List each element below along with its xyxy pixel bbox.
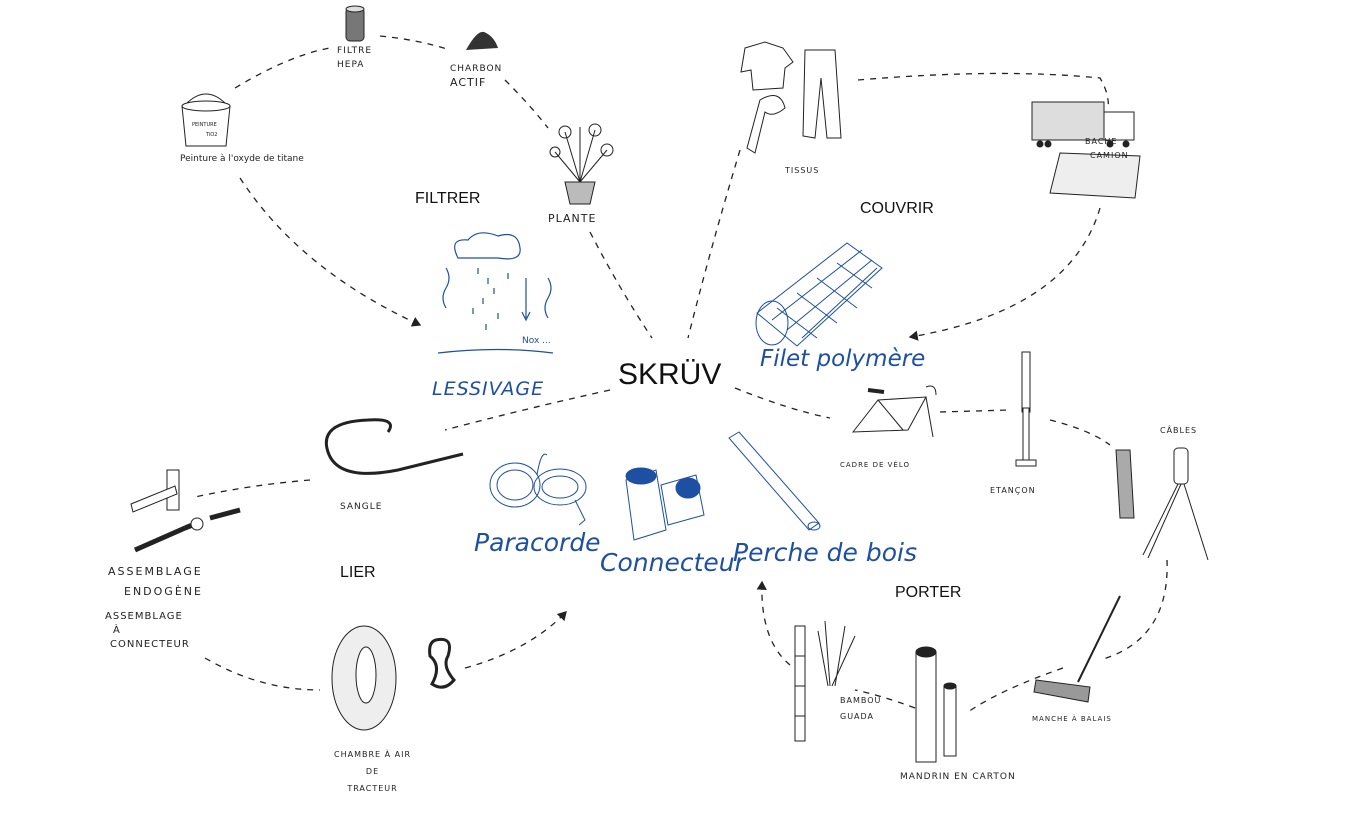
line-manche-mandrin — [967, 667, 1064, 713]
label-assemblage-endogene: ASSEMBLAGE ENDOGÈNE — [108, 562, 203, 602]
clothes-icon — [740, 41, 842, 154]
label-line: ENDOGÈNE — [124, 585, 203, 598]
category-lier: LIER — [340, 564, 376, 581]
line-etancon-cables — [1049, 419, 1111, 446]
label-line: GUADA — [840, 712, 875, 721]
label-etancon: ETANÇON — [990, 486, 1036, 495]
paracord-icon — [489, 453, 587, 526]
label-line: ASSEMBLAGE — [105, 611, 183, 622]
line-tissus-bache — [857, 72, 1109, 111]
rain-leaching-icon: Nox ... — [438, 232, 554, 354]
label-bache-camion: BACHE CAMION — [1085, 135, 1129, 163]
label-cadre-velo: CADRE DE VÉLO — [840, 461, 910, 469]
line-sangle-assemblage — [194, 479, 311, 498]
label-manche-balais: MANCHE À BALAIS — [1032, 715, 1112, 723]
line-cables-manche — [1099, 559, 1168, 661]
hepa-filter-icon — [345, 5, 365, 42]
rubber-band-icon — [428, 637, 456, 689]
label-line: TRACTEUR — [347, 784, 398, 793]
line-mandrin-bambou — [854, 689, 916, 709]
label-chambre-air-tracteur: CHAMBRE À AIR DE TRACTEUR — [334, 746, 411, 797]
wooden-pole-icon — [728, 431, 821, 531]
category-filtrer: FILTRER — [415, 190, 481, 207]
shoring-prop-icon — [1015, 351, 1037, 467]
line-bache-filet — [908, 207, 1101, 341]
label-bambou-guada: BAMBOU GUADA — [840, 694, 881, 724]
label-line: CONNECTEUR — [110, 639, 190, 650]
label-sangle: SANGLE — [340, 502, 383, 512]
line-center-cadre — [734, 387, 831, 419]
label-mandrin-carton: MANDRIN EN CARTON — [900, 772, 1016, 782]
highlight-filet-polymere: Filet polymère — [760, 346, 926, 372]
label-filtre-hepa: FILTRE HEPA — [337, 44, 372, 72]
label-line: À — [113, 625, 121, 636]
line-bambou-perche — [756, 580, 791, 666]
category-porter: PORTER — [895, 584, 962, 601]
label-line: DE — [365, 767, 380, 776]
category-couvrir: COUVRIR — [860, 200, 934, 217]
label-line: CHARBON — [450, 64, 503, 74]
highlight-paracorde: Paracorde — [474, 528, 601, 557]
broom-icon — [1033, 595, 1121, 703]
assembly-icon — [130, 469, 241, 553]
label-line: BAMBOU — [840, 696, 882, 705]
label-peinture: Peinture à l'oxyde de titane — [180, 154, 304, 164]
line-charbon-plante — [504, 79, 549, 129]
polymer-net-roll-icon — [755, 242, 883, 347]
highlight-perche-de-bois: Perche de bois — [733, 538, 917, 567]
label-line: CAMION — [1090, 151, 1129, 160]
label-tissus: TISSUS — [785, 166, 820, 175]
line-peinture-hepa — [234, 47, 331, 89]
can-label: PEINTURE — [192, 122, 217, 128]
inner-tube-icon — [331, 625, 397, 731]
bamboo-icon — [794, 620, 856, 742]
label-line: ASSEMBLAGE — [108, 565, 203, 578]
cardboard-tube-icon — [915, 646, 957, 763]
potted-plant-icon — [549, 123, 614, 205]
cables-icon — [1115, 447, 1209, 561]
label-line: HEPA — [337, 60, 365, 70]
central-node-skruv: SKRÜV — [618, 358, 722, 391]
line-assemblage-chambre — [204, 657, 321, 691]
label-line: ACTIF — [450, 76, 487, 89]
label-line: BACHE — [1085, 137, 1118, 146]
label-line: FILTRE — [337, 46, 373, 56]
bicycle-frame-icon — [851, 385, 937, 438]
nox-note: Nox ... — [522, 336, 551, 346]
line-plante-center — [589, 231, 653, 339]
label-assemblage-connecteur: ASSEMBLAGE À CONNECTEUR — [105, 610, 190, 652]
line-cadre-etancon — [939, 409, 1011, 413]
can-formula: TiO2 — [205, 132, 217, 138]
line-peinture-lessivage — [239, 177, 422, 327]
truck-tarp-icon — [1031, 101, 1141, 199]
label-cables: CÂBLES — [1160, 426, 1198, 435]
label-line: CHAMBRE À AIR — [334, 750, 412, 759]
label-charbon-actif: CHARBON ACTIF — [450, 62, 502, 90]
highlight-connecteur: Connecteur — [600, 548, 745, 577]
paint-bucket-icon: PEINTURE TiO2 — [181, 93, 231, 147]
line-tissus-center — [687, 149, 741, 339]
connector-icon — [625, 467, 705, 541]
charcoal-icon — [466, 31, 498, 50]
highlight-lessivage: LESSIVAGE — [432, 378, 545, 400]
label-plante: PLANTE — [548, 212, 597, 225]
line-center-sangle — [444, 389, 611, 431]
strap-icon — [325, 418, 464, 475]
line-band-lier — [464, 611, 567, 669]
line-hepa-charbon — [379, 35, 451, 51]
